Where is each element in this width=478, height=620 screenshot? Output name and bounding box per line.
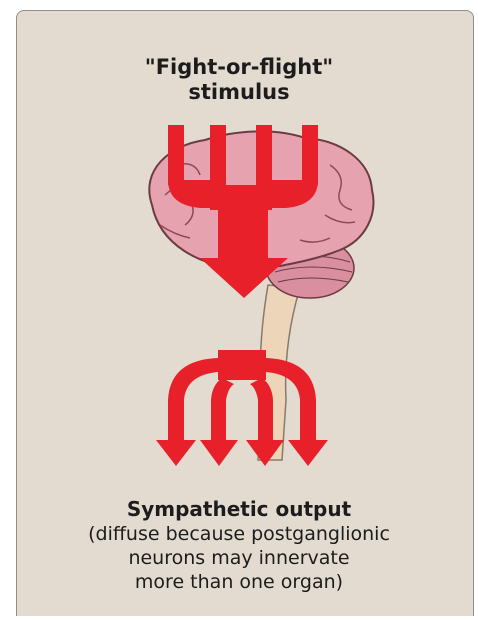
output-caption-line1: (diffuse because postganglionic (0, 522, 478, 546)
output-heading: Sympathetic output (0, 497, 478, 521)
output-caption-line2: neurons may innervate (0, 546, 478, 570)
output-arrow-icon (156, 350, 328, 466)
output-caption-line3: more than one organ) (0, 570, 478, 594)
